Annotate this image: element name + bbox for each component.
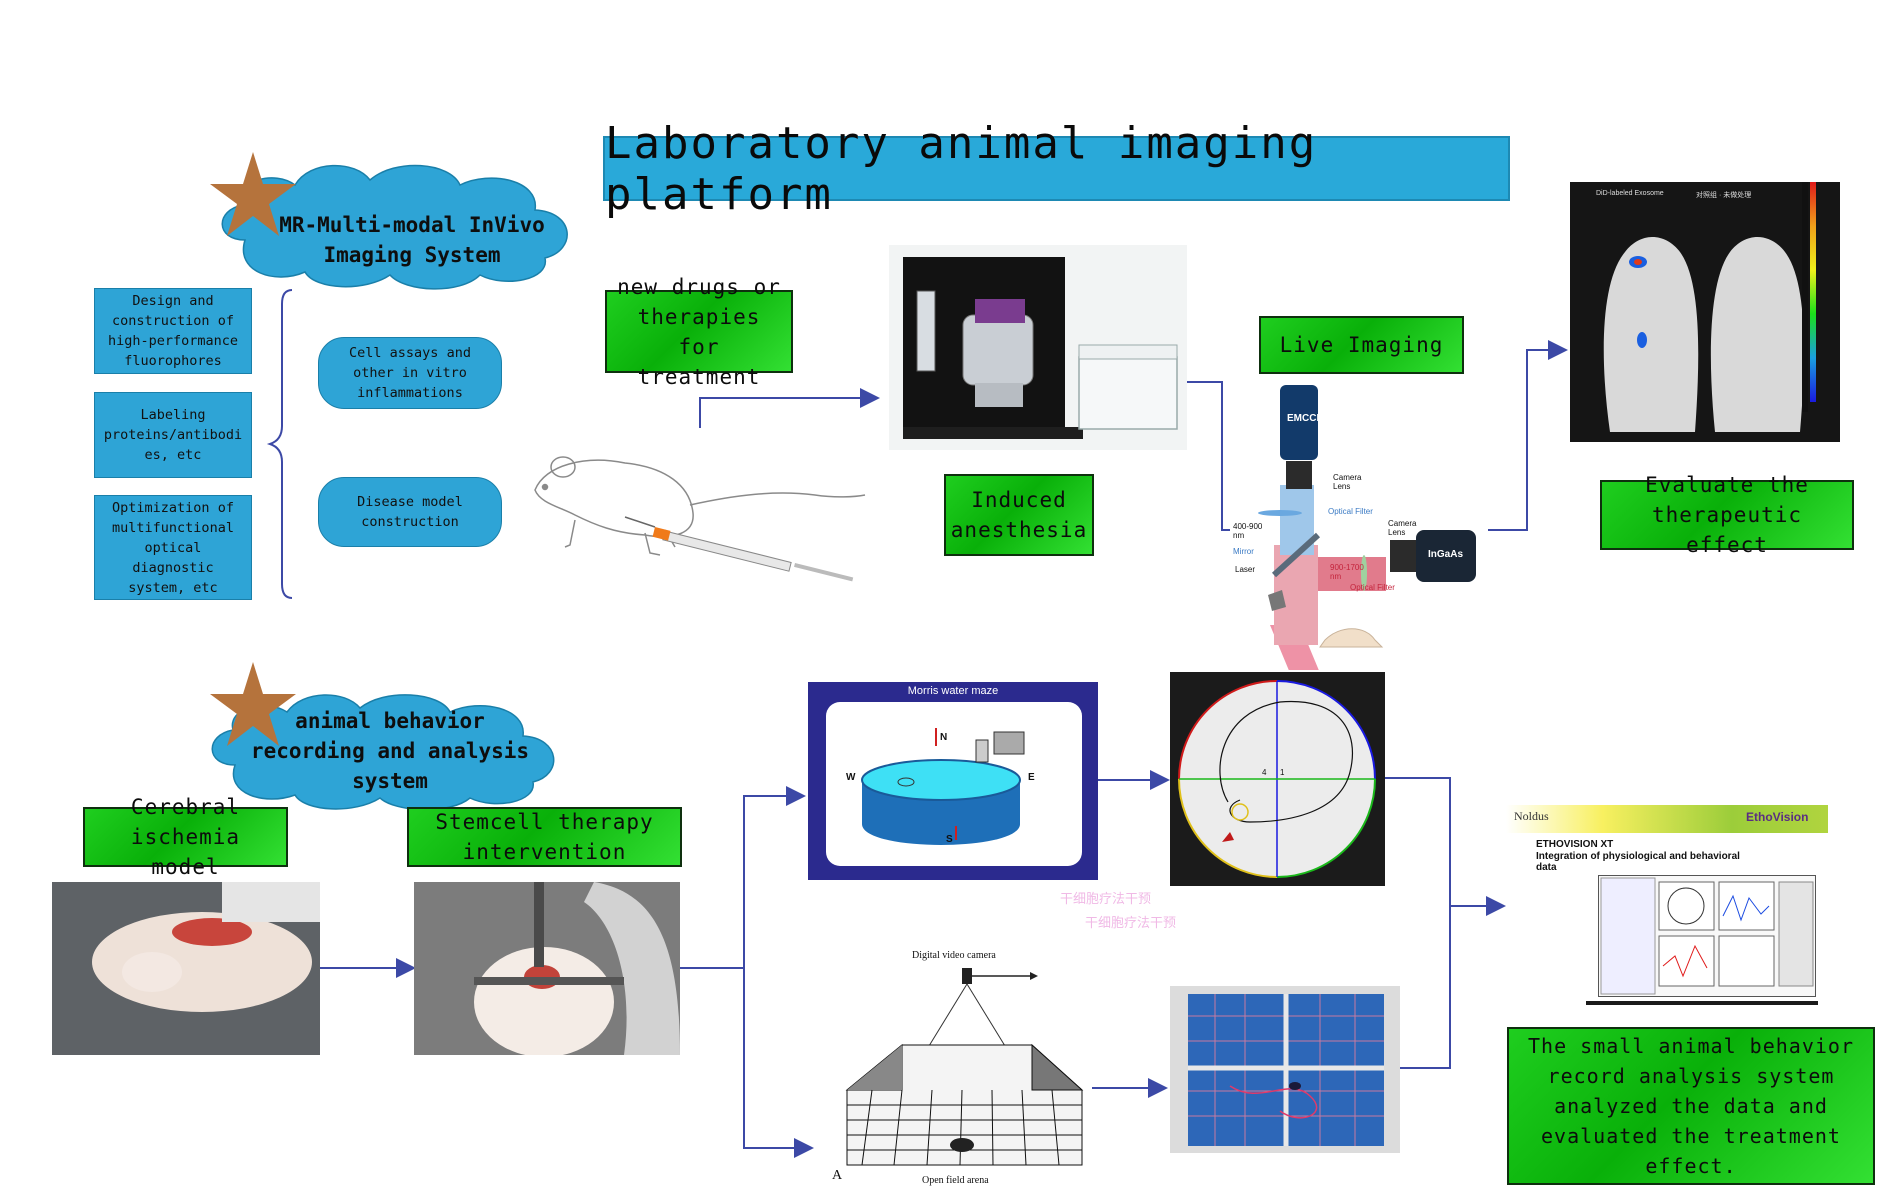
imaging-schematic: EMCCD Camera Lens Optical Filter Camera … bbox=[1230, 385, 1488, 670]
ethovision-brand: Noldus bbox=[1514, 809, 1549, 823]
morris-water-maze: Morris water maze N W E S bbox=[808, 682, 1098, 880]
anesthesia-machine-photo bbox=[889, 245, 1187, 450]
label-emccd: EMCCD bbox=[1287, 413, 1324, 424]
box-live-imaging: Live Imaging bbox=[1259, 316, 1464, 374]
box-conclusion: The small animal behavior record analysi… bbox=[1507, 1027, 1875, 1185]
box-labeling: Labeling proteins/antibodi es, etc bbox=[94, 392, 252, 478]
stemcell-therapy-photo bbox=[414, 882, 680, 1055]
arrow-imaging-to-ivis bbox=[1485, 340, 1568, 531]
ethovision-screenshot bbox=[1598, 875, 1816, 997]
arrow-to-openfield bbox=[743, 968, 814, 1158]
cloud-top bbox=[221, 164, 568, 290]
label-camera-lens-1: Camera Lens bbox=[1333, 473, 1362, 491]
label-range-2: 900-1700 nm bbox=[1330, 563, 1364, 581]
arrow-to-maze bbox=[743, 786, 806, 968]
brace bbox=[266, 289, 293, 599]
label-optical-filter-2: Optical Filter bbox=[1350, 583, 1395, 592]
arrow-merge bbox=[1384, 777, 1451, 1069]
cerebral-ischemia-photo bbox=[52, 882, 320, 1055]
label-mirror: Mirror bbox=[1233, 547, 1254, 556]
box-evaluate-effect: Evaluate the therapeutic effect bbox=[1600, 473, 1854, 557]
label-camera-lens-2: Camera Lens bbox=[1388, 519, 1417, 537]
star-icon-bottom bbox=[210, 662, 296, 746]
label-letter-a: A bbox=[832, 1168, 843, 1183]
label-optical-filter-1: Optical Filter bbox=[1328, 507, 1373, 516]
open-field-arena: Digital video camera Open field arena A bbox=[822, 950, 1092, 1188]
star-icon bbox=[210, 152, 296, 236]
box-fluorophores: Design and construction of high-performa… bbox=[94, 288, 252, 374]
syringe bbox=[624, 516, 854, 582]
pill-disease-model: Disease model construction bbox=[318, 477, 502, 547]
ethovision-baseline bbox=[1586, 1001, 1818, 1005]
label-ingaas: InGaAs bbox=[1428, 549, 1464, 560]
ethovision-card: Noldus EthoVision ETHOVISION XT Integrat… bbox=[1506, 805, 1828, 1005]
maze-e: E bbox=[1028, 772, 1035, 783]
cloud-top-label: MR-Multi-modal InVivo Imaging System bbox=[279, 213, 545, 267]
track-label-4: 4 bbox=[1262, 768, 1267, 777]
maze-title: Morris water maze bbox=[907, 685, 999, 697]
open-field-grid-photo bbox=[1170, 986, 1400, 1153]
box-induced-anesthesia: Induced anesthesia bbox=[944, 474, 1094, 556]
label-laser: Laser bbox=[1235, 565, 1256, 574]
label-open-field-arena: Open field arena bbox=[922, 1175, 989, 1186]
page-title: Laboratory animal imaging platform bbox=[603, 118, 1510, 220]
mouse-syringe-illustration bbox=[534, 456, 866, 582]
ivis-colorbar bbox=[1810, 182, 1816, 402]
ethovision-banner bbox=[1506, 805, 1828, 833]
watermark-2: 干细胞疗法干预 bbox=[1085, 916, 1177, 931]
maze-n: N bbox=[940, 732, 948, 743]
box-cerebral-ischemia: Cerebral ischemia model bbox=[83, 795, 288, 879]
arrow-drugs-to-anesthesia bbox=[699, 388, 880, 428]
ethovision-subheading: Integration of physiological and behavio… bbox=[1536, 851, 1740, 873]
swim-track-image: 4 1 bbox=[1170, 672, 1385, 886]
maze-s: S bbox=[946, 834, 953, 845]
box-stemcell-therapy: Stemcell therapy intervention bbox=[407, 807, 682, 867]
pill-cell-assays: Cell assays and other in vitro inflammat… bbox=[318, 337, 502, 409]
box-optimization: Optimization of multifunctional optical … bbox=[94, 495, 252, 600]
ivis-image: DiD-labeled Exosome 对照组 · 未做处理 bbox=[1570, 182, 1840, 442]
ethovision-heading: ETHOVISION XT bbox=[1536, 839, 1614, 850]
cloud-bottom-label: animal behavior recording and analysis s… bbox=[250, 709, 530, 793]
watermark-1: 干细胞疗法干预 bbox=[1060, 892, 1152, 907]
ivis-label-control: 对照组 · 未做处理 bbox=[1696, 192, 1752, 199]
mouse-body bbox=[534, 459, 694, 538]
maze-panel: N W E S bbox=[826, 702, 1082, 866]
ivis-label-treated: DiD-labeled Exosome bbox=[1596, 190, 1664, 197]
track-label-1: 1 bbox=[1280, 768, 1285, 777]
maze-w: W bbox=[846, 772, 856, 783]
ethovision-product: EthoVision bbox=[1746, 810, 1809, 824]
box-new-drugs: new drugs or therapies for treatment bbox=[605, 275, 793, 389]
label-digital-camera: Digital video camera bbox=[912, 950, 996, 961]
label-range-1: 400-900 nm bbox=[1233, 522, 1263, 540]
